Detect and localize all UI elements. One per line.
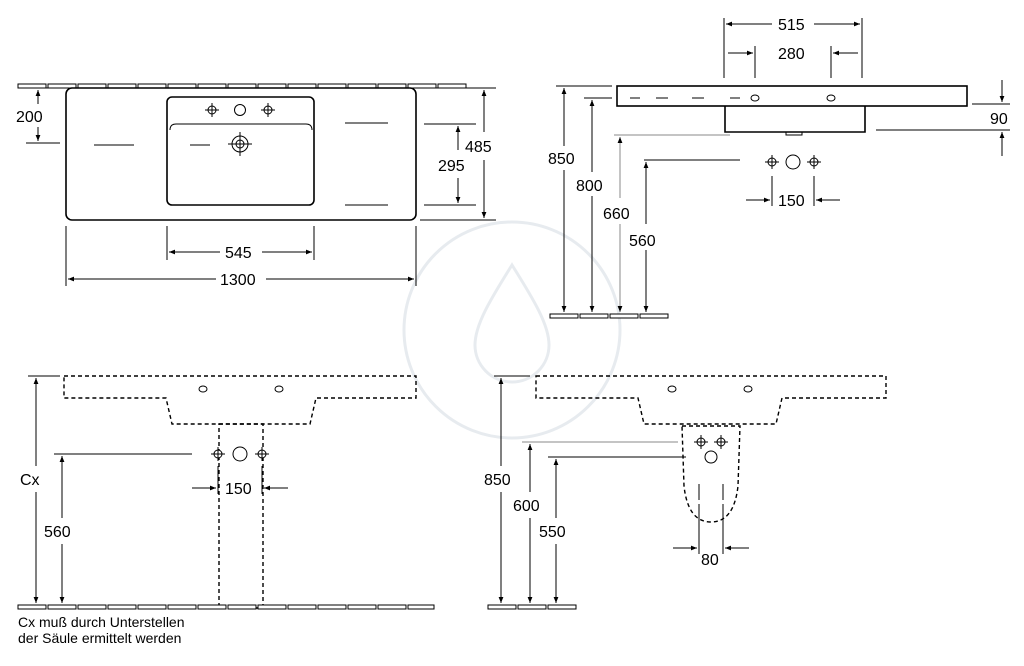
dim-1300-label: 1300 [220,272,256,289]
connection-holes-icon [211,446,269,462]
basin-side-outline [616,85,968,107]
dim-150-label-front: 150 [225,481,252,498]
semi-pedestal-outline [681,425,741,523]
bowl-outline [166,96,315,206]
dim-600-label: 600 [513,498,540,515]
washbasin-outline [65,87,417,221]
note-line-1: Cx muß durch Unterstellen [18,614,185,630]
dim-200-label: 200 [16,109,43,126]
floor-strip-front [17,604,435,610]
floor-strip-side [549,313,669,319]
top-view: 200 295 485 545 1300 [16,83,496,289]
drain-icon [228,132,252,156]
watermark-logo [402,220,622,440]
basin-front-outline-2 [535,375,887,425]
connection-holes-icon [765,154,821,170]
dim-660-label: 660 [603,206,630,223]
dim-800-label: 800 [576,178,603,195]
note-line-2: der Säule ermittelt werden [18,630,181,646]
dim-560-label-front: 560 [44,524,71,541]
dim-90-label: 90 [990,111,1008,128]
side-view: 515 280 90 850 800 660 560 [548,17,1010,319]
floor-strip-front-2 [487,604,577,610]
dim-80-label: 80 [701,552,719,569]
front-column-view: Cx 560 150 Cx muß durch Un [17,375,435,646]
dim-485-label: 485 [465,139,492,156]
dim-560-label: 560 [629,233,656,250]
dim-550-label: 550 [539,524,566,541]
dim-850-label-2: 850 [484,472,511,489]
dim-545-label: 545 [225,245,252,262]
column-pedestal-outline [218,423,264,609]
dim-150-label-side: 150 [778,193,805,210]
dim-cx-label: Cx [20,472,40,489]
dim-295-label: 295 [438,158,465,175]
dim-280-label: 280 [778,46,805,63]
front-semicolumn-view: 850 600 550 80 [484,375,887,610]
dim-515-label: 515 [778,17,805,34]
dim-850-label: 850 [548,151,575,168]
basin-front-outline [63,375,417,425]
tap-hole-icon [205,103,275,117]
connection-holes-icon [694,435,728,464]
wall-strip-top [17,83,467,89]
